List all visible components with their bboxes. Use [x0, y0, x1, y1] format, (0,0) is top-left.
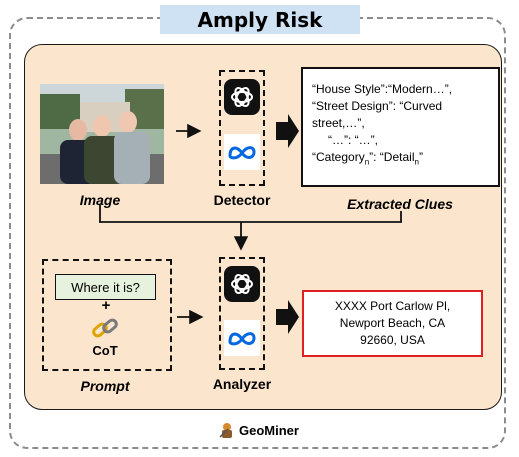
extracted-clues-box: “House Style”:“Modern…”, “Street Design”…	[301, 67, 500, 187]
bold-arrow-detector-to-clues	[276, 114, 299, 148]
meta-icon	[224, 134, 260, 170]
answer-line: 92660, USA	[360, 333, 425, 347]
clue-line: “Street Design”: “Curved	[312, 99, 443, 113]
prompt-box	[42, 259, 172, 371]
clue-line: “House Style”:“Modern…”,	[312, 82, 453, 96]
image-label: Image	[79, 192, 121, 208]
plus-sign: +	[101, 297, 111, 314]
analyzer-box	[219, 257, 265, 370]
cot-label: CoT	[92, 343, 118, 358]
answer-line: Newport Beach, CA	[339, 316, 446, 330]
prompt-label: Prompt	[80, 378, 130, 394]
chain-link-icon	[90, 316, 120, 342]
footer-label: GeoMiner	[239, 422, 299, 438]
answer-line: XXXX Port Carlow Pl,	[334, 299, 451, 313]
answer-box: XXXX Port Carlow Pl, Newport Beach, CA 9…	[302, 290, 483, 357]
openai-icon	[224, 266, 260, 302]
detector-box	[219, 70, 265, 186]
clue-line: “Categoryn”: “Detailn”	[312, 150, 423, 167]
clue-line: street,…”,	[312, 116, 365, 130]
page-title: Amply Risk	[160, 5, 360, 34]
footer: GeoMiner	[218, 420, 299, 440]
detector-label: Detector	[213, 192, 271, 208]
extracted-clues-label: Extracted Clues	[347, 196, 453, 212]
input-photo	[40, 84, 164, 184]
clue-line: “…”: “…”,	[328, 133, 378, 147]
analyzer-label: Analyzer	[212, 376, 272, 392]
meta-icon	[224, 320, 260, 356]
openai-icon	[224, 79, 260, 115]
bold-arrow-analyzer-to-answer	[276, 300, 299, 334]
question-box: Where it is?	[55, 274, 156, 300]
geominer-logo-icon	[218, 421, 236, 439]
